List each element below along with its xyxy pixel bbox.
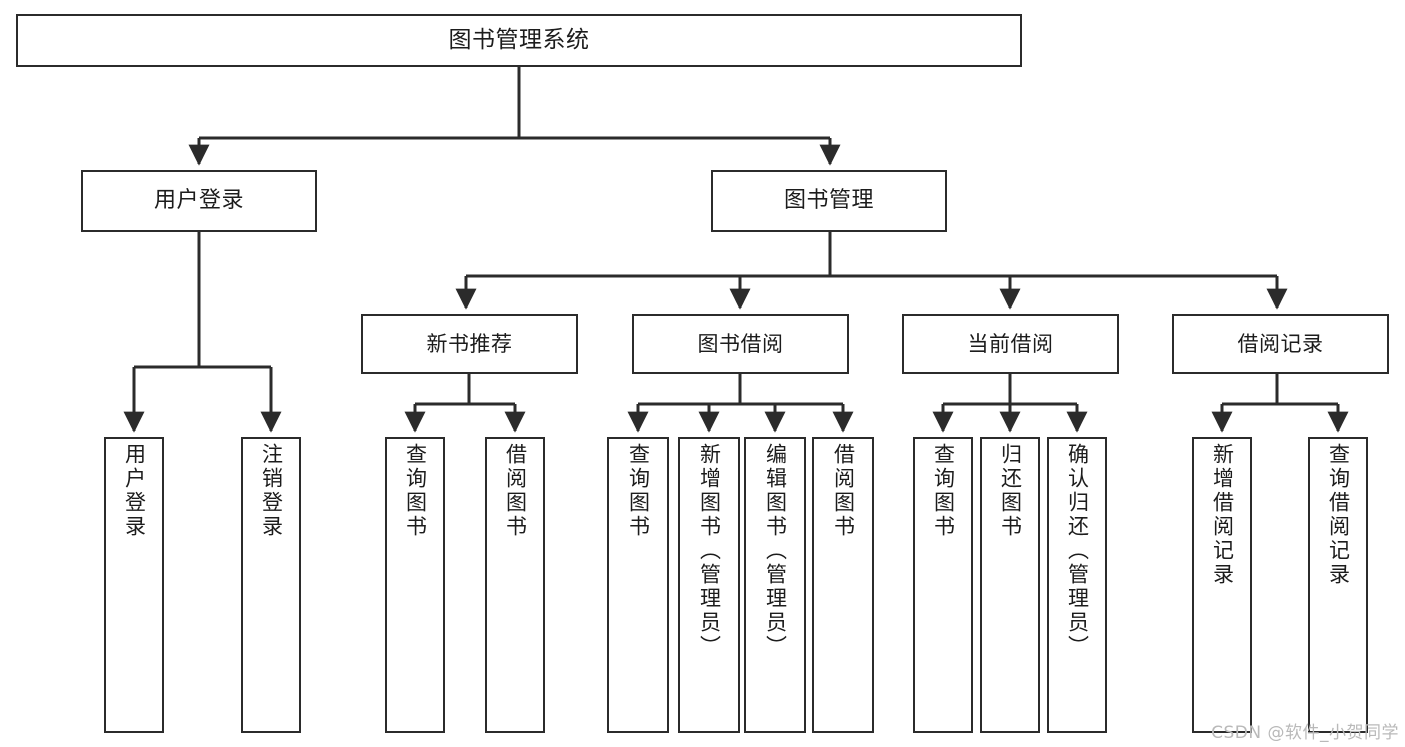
leaf-logout[interactable]: 注销登录 <box>241 437 301 733</box>
leaf-add-borrow-record[interactable]: 新增借阅记录 <box>1192 437 1252 733</box>
leaf-logout-label: 注销登录 <box>259 443 284 539</box>
watermark: CSDN @软件_小贺同学 <box>1211 723 1399 743</box>
leaf-borrow-book[interactable]: 借阅图书 <box>812 437 874 733</box>
leaf-query-book-borrow[interactable]: 查询图书 <box>607 437 669 733</box>
node-book-borrow-label: 图书借阅 <box>697 331 784 356</box>
leaf-query-borrow-record-label: 查询借阅记录 <box>1326 443 1351 587</box>
node-book-management-label: 图书管理 <box>783 188 874 214</box>
node-root-label: 图书管理系统 <box>448 26 590 53</box>
leaf-add-borrow-record-label: 新增借阅记录 <box>1210 443 1235 587</box>
leaf-edit-book-admin[interactable]: 编辑图书（管理员） <box>744 437 806 733</box>
leaf-add-book-admin-label: 新增图书（管理员） <box>697 443 722 659</box>
leaf-user-login-label: 用户登录 <box>122 443 147 539</box>
leaf-query-book-recommend[interactable]: 查询图书 <box>385 437 445 733</box>
leaf-borrow-book-recommend-label: 借阅图书 <box>503 443 528 539</box>
node-book-borrow[interactable]: 图书借阅 <box>632 314 849 374</box>
leaf-add-book-admin[interactable]: 新增图书（管理员） <box>678 437 740 733</box>
leaf-return-book-label: 归还图书 <box>998 443 1023 539</box>
leaf-query-book-borrow-label: 查询图书 <box>626 443 651 539</box>
node-current-borrow[interactable]: 当前借阅 <box>902 314 1119 374</box>
node-borrow-records-label: 借阅记录 <box>1237 331 1324 356</box>
node-new-book-recommend[interactable]: 新书推荐 <box>361 314 578 374</box>
node-root[interactable]: 图书管理系统 <box>16 14 1022 67</box>
leaf-confirm-return-admin[interactable]: 确认归还（管理员） <box>1047 437 1107 733</box>
leaf-query-book-current[interactable]: 查询图书 <box>913 437 973 733</box>
leaf-return-book[interactable]: 归还图书 <box>980 437 1040 733</box>
leaf-edit-book-admin-label: 编辑图书（管理员） <box>763 443 788 659</box>
node-new-book-recommend-label: 新书推荐 <box>426 331 513 356</box>
node-book-management[interactable]: 图书管理 <box>711 170 947 232</box>
leaf-query-book-current-label: 查询图书 <box>931 443 956 539</box>
node-user-login[interactable]: 用户登录 <box>81 170 317 232</box>
node-borrow-records[interactable]: 借阅记录 <box>1172 314 1389 374</box>
node-user-login-label: 用户登录 <box>153 188 244 214</box>
leaf-confirm-return-admin-label: 确认归还（管理员） <box>1065 443 1090 659</box>
leaf-borrow-book-recommend[interactable]: 借阅图书 <box>485 437 545 733</box>
leaf-user-login[interactable]: 用户登录 <box>104 437 164 733</box>
leaf-query-book-recommend-label: 查询图书 <box>403 443 428 539</box>
leaf-borrow-book-label: 借阅图书 <box>831 443 856 539</box>
node-current-borrow-label: 当前借阅 <box>967 331 1054 356</box>
leaf-query-borrow-record[interactable]: 查询借阅记录 <box>1308 437 1368 733</box>
